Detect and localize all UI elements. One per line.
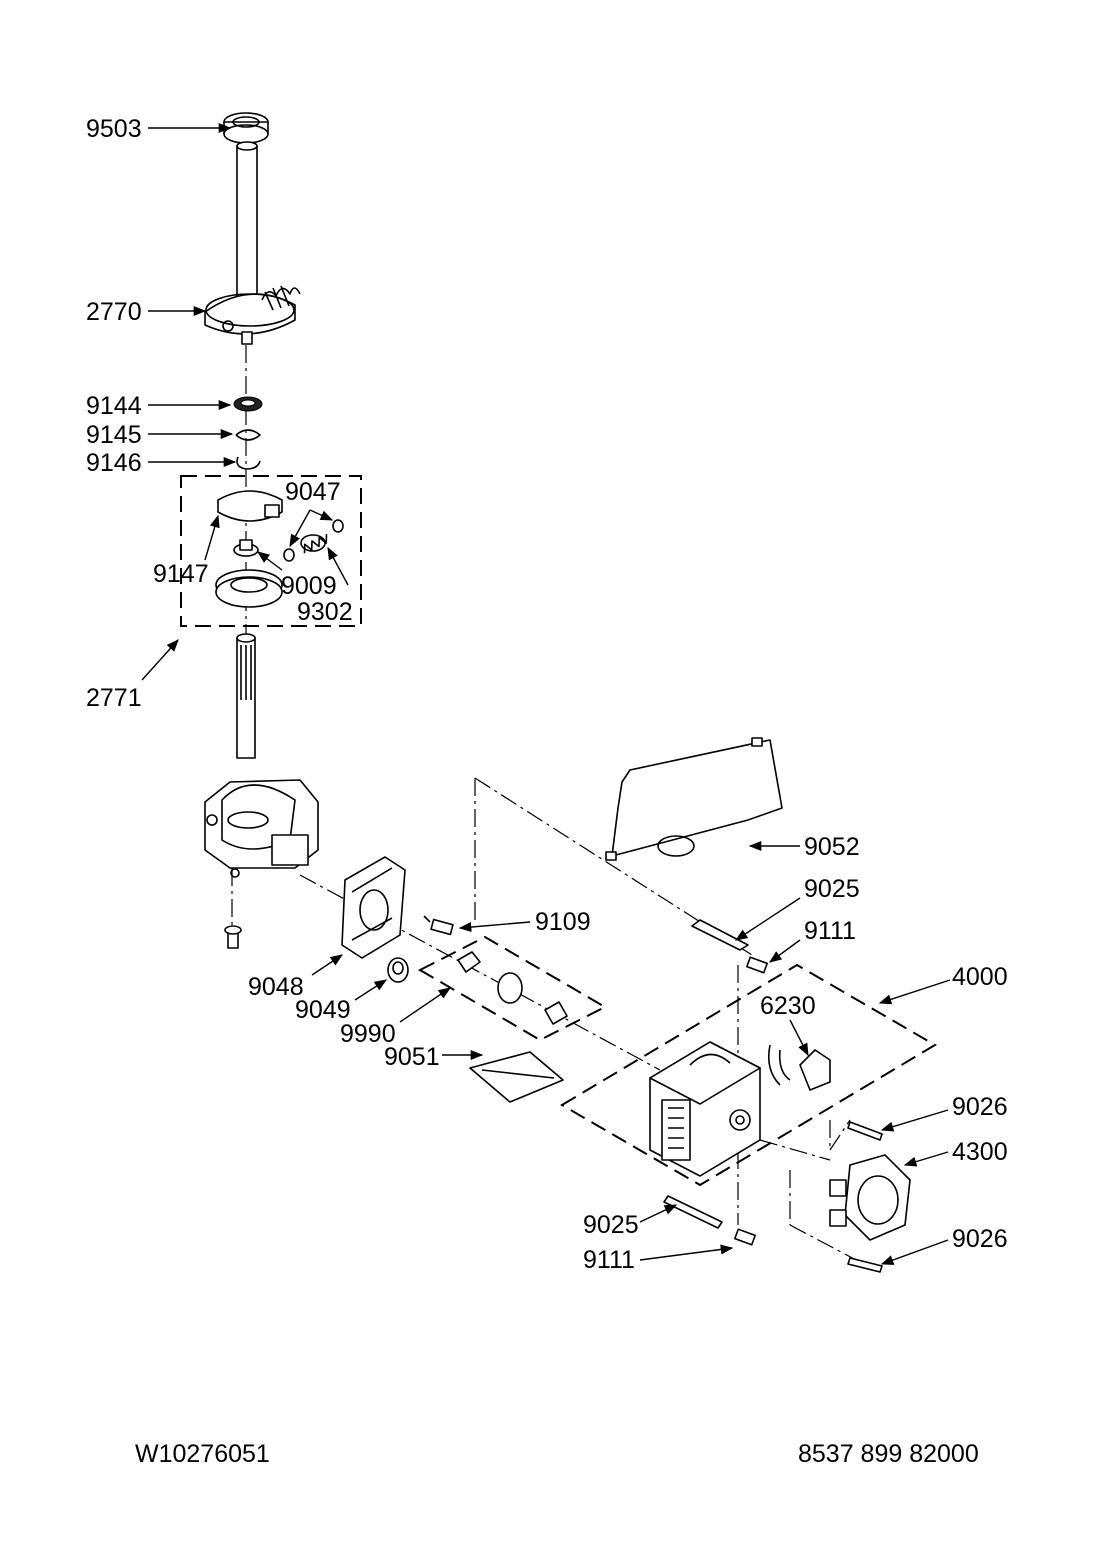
part-9990-coupling: [457, 951, 568, 1025]
label-9026-upper: 9026: [952, 1093, 1008, 1121]
label-9503: 9503: [86, 115, 142, 143]
footer-document-code: 8537 899 82000: [798, 1440, 979, 1468]
part-9048-mounting-plate: [341, 856, 406, 959]
part-4000-motor: [649, 1041, 761, 1177]
assembly-box-9990: [417, 935, 608, 1042]
part-9109-screw: [423, 915, 454, 936]
part-transmission-housing: [204, 779, 319, 878]
footer-part-number: W10276051: [135, 1440, 270, 1468]
part-9047-spacer-b: [332, 519, 344, 533]
label-4300: 4300: [952, 1138, 1008, 1166]
part-9503-seal: [223, 112, 269, 144]
part-9146-clip: [236, 456, 261, 470]
part-drain-screw: [224, 925, 242, 949]
part-9145-clip: [235, 429, 261, 441]
part-9052-shield: [605, 737, 783, 861]
label-9144: 9144: [86, 392, 142, 420]
part-9025-bracket-lower: [663, 1195, 723, 1229]
part-9025-bracket-upper: [691, 919, 749, 951]
label-4000: 4000: [952, 963, 1008, 991]
label-9051: 9051: [384, 1043, 440, 1071]
label-9146: 9146: [86, 449, 142, 477]
part-4300-pump: [829, 1154, 911, 1241]
assembly-boxes: [180, 475, 937, 1187]
assembly-box-4000: [560, 963, 937, 1187]
label-9048: 9048: [248, 973, 304, 1001]
part-9144-washer: [233, 396, 263, 412]
label-9047: 9047: [285, 478, 341, 506]
label-9111-lower: 9111: [583, 1246, 635, 1274]
label-9049: 9049: [295, 996, 351, 1024]
label-9025-lower: 9025: [583, 1211, 639, 1239]
label-9111-upper: 9111: [804, 917, 856, 945]
part-6230-switch: [767, 1044, 831, 1091]
label-9109: 9109: [535, 908, 591, 936]
part-9111-screw-upper: [746, 956, 768, 974]
label-2771: 2771: [86, 684, 142, 712]
label-9052: 9052: [804, 833, 860, 861]
part-9302-spring: [300, 534, 328, 554]
label-9025-upper: 9025: [804, 875, 860, 903]
label-2770: 2770: [86, 298, 142, 326]
part-9047-spacer-a: [283, 548, 295, 562]
label-9009: 9009: [281, 572, 337, 600]
part-2770-brake-assembly: [204, 141, 301, 345]
part-9147-band: [217, 490, 283, 522]
part-9111-screw-lower: [734, 1228, 756, 1246]
part-9026-clip-lower: [847, 1257, 883, 1273]
part-9009-pin: [233, 539, 259, 557]
leader-lines: [141, 122, 951, 1265]
label-9145: 9145: [86, 421, 142, 449]
label-6230: 6230: [760, 992, 816, 1020]
part-9051-pad: [469, 1051, 564, 1103]
label-9302: 9302: [297, 598, 353, 626]
assembly-box-2771: [180, 475, 362, 627]
part-splined-shaft: [236, 633, 256, 759]
label-9026-lower: 9026: [952, 1225, 1008, 1253]
part-9049-bushing: [387, 957, 409, 983]
label-9147: 9147: [153, 560, 209, 588]
label-9990: 9990: [340, 1020, 396, 1048]
part-9026-clip-upper: [847, 1121, 883, 1141]
part-2771-pulley: [215, 569, 283, 608]
part-labels: 9503 2770 9144 9145 9146 9047 9147 9009 …: [86, 115, 1008, 1274]
